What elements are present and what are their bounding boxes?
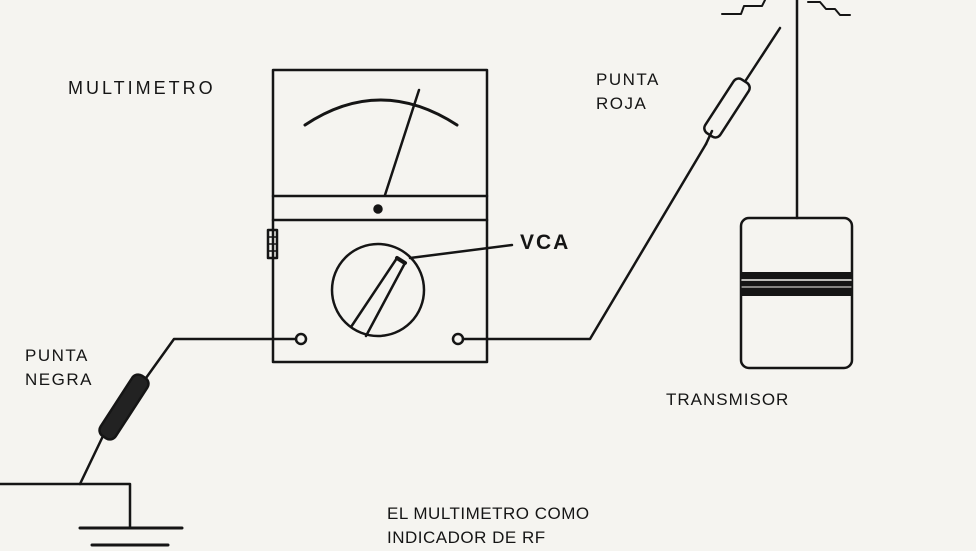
radiation-wave-left [721,0,766,15]
terminal-negative [294,332,308,346]
caption-line2: INDICADOR DE RF [387,528,546,547]
meter-scale-arc [303,98,459,127]
multimeter-body [271,68,489,364]
red-probe [461,26,782,341]
black-probe-handle [98,373,150,441]
transmitter-label: TRANSMISOR [666,390,790,409]
black-probe [78,337,298,486]
red-probe-wire [461,142,708,341]
red-probe-handle [703,77,751,139]
transmitter-band [742,272,851,296]
meter-needle [383,88,421,197]
multimeter-label: MULTIMETRO [68,78,216,98]
terminal-positive [451,332,465,346]
black-probe-wire [144,337,298,380]
transmitter-body [739,216,854,370]
dial-pointer-right [364,261,407,338]
multimeter [266,68,489,364]
vca-leader-line [408,243,514,260]
selector-label: VCA [520,231,571,254]
red-probe-label-line2: ROJA [596,94,648,113]
black-probe-label-line2: NEGRA [25,370,93,389]
caption-line1: EL MULTIMETRO COMO [387,504,590,523]
black-probe-label-line1: PUNTA [25,346,89,365]
selector-dial [330,242,426,338]
ground-wire [0,482,132,530]
radiation-wave-right [807,1,851,16]
dial-pointer-left [349,256,399,329]
ground [0,482,184,547]
red-probe-label-line1: PUNTA [596,70,660,89]
zero-adjust-screw [373,204,383,214]
transmitter [721,0,854,370]
